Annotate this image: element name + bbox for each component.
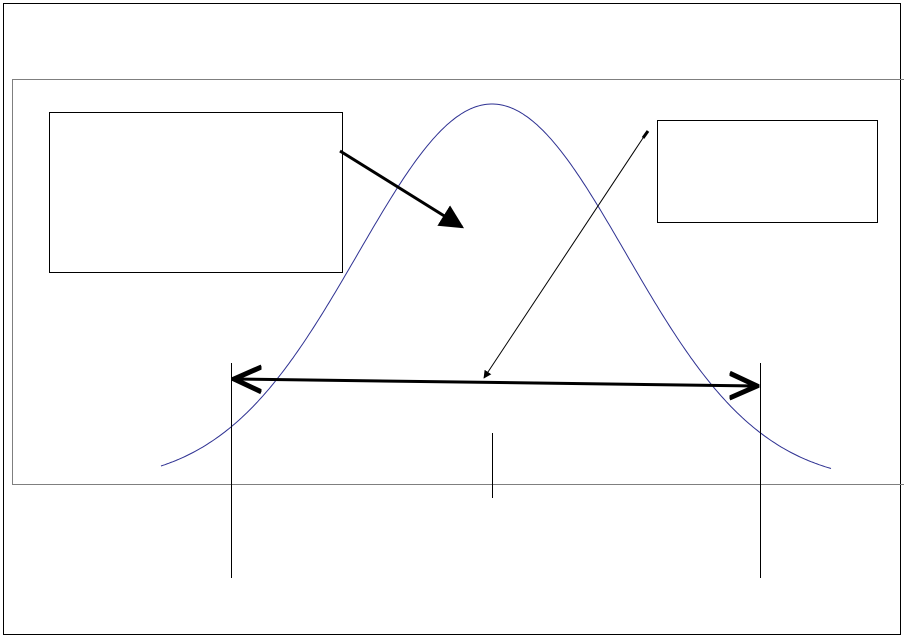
left-pointer-arrow xyxy=(339,149,465,229)
right-pointer-tail xyxy=(641,130,650,139)
range-double-arrow xyxy=(234,379,757,386)
right-pointer-arrow xyxy=(483,137,644,379)
outer-frame xyxy=(3,3,901,635)
left-label-box xyxy=(49,112,343,273)
right-label-box xyxy=(657,120,878,223)
plot-area-frame xyxy=(12,79,904,485)
